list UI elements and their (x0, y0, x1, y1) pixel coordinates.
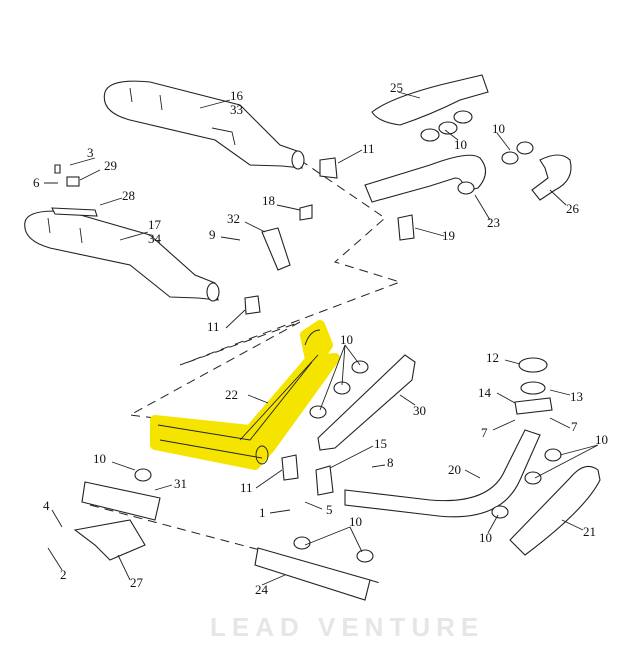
callout-4: 4 (43, 498, 50, 513)
bracket-11b (244, 295, 261, 315)
heat-shield-25 (371, 74, 489, 126)
bracket-15 (315, 465, 334, 496)
callout-28: 28 (122, 188, 135, 203)
crossover-pipe-22 (150, 320, 340, 470)
callout-16: 16 (230, 88, 244, 103)
callout-2: 2 (60, 567, 67, 582)
callout-10: 10 (454, 137, 467, 152)
callout-10: 10 (349, 514, 362, 529)
clamp (293, 536, 311, 550)
callout-20: 20 (448, 462, 461, 477)
callout-10: 10 (340, 332, 353, 347)
callout-25: 25 (390, 80, 403, 95)
muffler-upper (103, 80, 305, 170)
clamps-middle (309, 360, 369, 419)
muffler-lower (24, 210, 220, 302)
callout-30: 30 (413, 403, 426, 418)
callout-3: 3 (87, 145, 94, 160)
flange-14 (514, 397, 553, 415)
callout-19: 19 (442, 228, 455, 243)
heat-shield-21 (509, 465, 601, 556)
gasket-13 (520, 381, 546, 395)
callout-24: 24 (255, 582, 269, 597)
clamps-top (420, 110, 534, 165)
bracket-27 (73, 519, 146, 561)
nut (66, 176, 80, 187)
callout-9: 9 (209, 227, 216, 242)
callout-7: 7 (571, 419, 578, 434)
heat-shield-31 (81, 481, 161, 521)
callout-1: 1 (259, 505, 266, 520)
callout-10: 10 (479, 530, 492, 545)
callout-32: 32 (227, 211, 240, 226)
callout-17: 17 (148, 217, 162, 232)
callout-11: 11 (362, 141, 375, 156)
heat-shield-24 (254, 547, 371, 601)
bracket-32 (261, 227, 291, 271)
callout-6: 6 (33, 175, 40, 190)
callout-10: 10 (595, 432, 608, 447)
callout-10: 10 (492, 121, 505, 136)
heat-shield-30 (317, 354, 416, 451)
bracket-11c (281, 454, 299, 481)
callout-10: 10 (93, 451, 106, 466)
callout-34: 34 (148, 231, 162, 246)
pipe-26 (531, 154, 572, 201)
callout-22: 22 (225, 387, 238, 402)
callout-7: 7 (481, 425, 488, 440)
pipe-23 (364, 154, 487, 203)
assembly-line (89, 504, 381, 584)
callout-31: 31 (174, 476, 187, 491)
callout-14: 14 (478, 385, 492, 400)
clamp (134, 468, 152, 482)
callout-18: 18 (262, 193, 275, 208)
callout-15: 15 (374, 436, 387, 451)
callout-12: 12 (486, 350, 499, 365)
callout-13: 13 (570, 389, 583, 404)
heat-shield-clip (51, 207, 98, 217)
screw (54, 164, 61, 174)
bracket-19 (397, 214, 415, 241)
callout-11: 11 (240, 480, 253, 495)
pipe-20 (344, 429, 541, 518)
gasket-12 (518, 357, 548, 373)
callout-26: 26 (566, 201, 580, 216)
bracket-11 (319, 157, 338, 179)
callout-5: 5 (326, 502, 333, 517)
watermark: LEAD VENTURE (210, 612, 484, 642)
clamp (356, 549, 374, 563)
callout-33: 33 (230, 102, 243, 117)
callout-11: 11 (207, 319, 220, 334)
callout-8: 8 (387, 455, 394, 470)
callout-27: 27 (130, 575, 144, 590)
callout-23: 23 (487, 215, 500, 230)
bracket-18 (299, 204, 313, 221)
callout-21: 21 (583, 524, 596, 539)
callout-29: 29 (104, 158, 117, 173)
